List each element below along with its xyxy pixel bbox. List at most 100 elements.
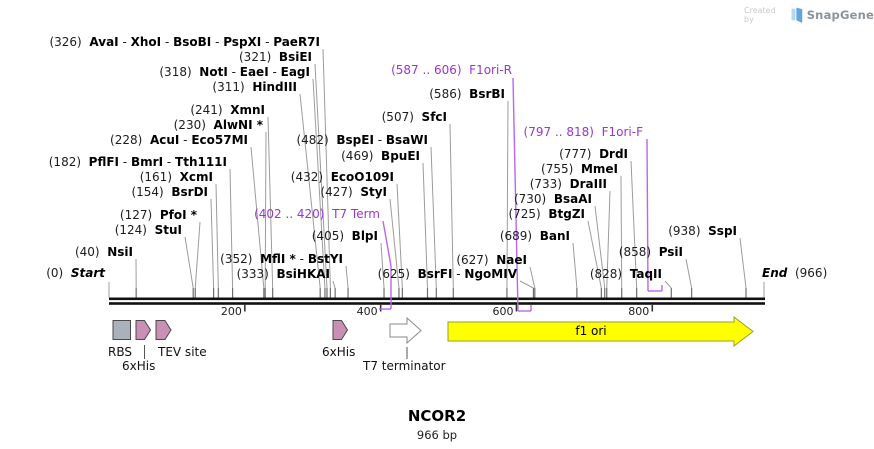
leader-line bbox=[264, 131, 267, 289]
leader-line bbox=[422, 162, 428, 289]
f1-ori-label: f1 ori bbox=[575, 324, 607, 338]
map-title-block: NCOR2 966 bp bbox=[0, 407, 874, 442]
primer-label: (587 .. 606) F1ori-R bbox=[391, 63, 512, 77]
leader-line bbox=[267, 116, 274, 289]
enzyme-label: (625) BsrFI - NgoMIV bbox=[377, 267, 517, 281]
leader-line bbox=[594, 205, 606, 289]
primer-leader-line bbox=[512, 77, 519, 312]
enzyme-label: (326) AvaI - XhoI - BsoBI - PspXI - PaeR… bbox=[49, 35, 320, 49]
feature-t7-terminator-arrow bbox=[389, 316, 422, 345]
t7-terminator-label: T7 terminator bbox=[363, 359, 446, 373]
enzyme-label: (586) BsrBI bbox=[429, 87, 505, 101]
enzyme-label: (938) SspI bbox=[668, 224, 737, 238]
end-label: End (966) bbox=[762, 266, 828, 280]
primer-leader-line bbox=[382, 220, 392, 267]
enzyme-label: (777) DrdI bbox=[559, 147, 628, 161]
snapgene-text: SnapGene bbox=[806, 8, 874, 22]
ruler-tick-label: 400 bbox=[356, 305, 378, 318]
enzyme-label: (507) SfcI bbox=[381, 110, 447, 124]
leader-line bbox=[630, 160, 638, 289]
enzyme-label: (730) BsaAI bbox=[513, 192, 592, 206]
leader-line bbox=[449, 123, 454, 289]
leader-line bbox=[332, 280, 336, 289]
enzyme-label: (733) DraIII bbox=[529, 177, 607, 191]
feature-6xhis-arrow-2 bbox=[332, 320, 349, 340]
enzyme-label: (154) BsrDI bbox=[131, 185, 208, 199]
primer-label: (402 .. 420) T7 Term bbox=[254, 207, 380, 221]
enzyme-label: (124) StuI bbox=[114, 223, 182, 237]
leader-line bbox=[314, 63, 328, 289]
enzyme-label: (482) BspEI - BsaWI bbox=[296, 133, 428, 147]
enzyme-label: (182) PflFI - BmrI - Tth111I bbox=[48, 155, 227, 169]
map-title: NCOR2 bbox=[407, 407, 467, 425]
enzyme-label: (689) BanI bbox=[499, 229, 570, 243]
enzyme-label: (627) NaeI bbox=[456, 253, 527, 267]
leader-line bbox=[299, 93, 321, 289]
feature-rbs bbox=[112, 320, 131, 340]
leader-line bbox=[685, 258, 693, 289]
leader-line bbox=[380, 242, 385, 289]
ruler-tick-label: 800 bbox=[628, 305, 650, 318]
primer-leader-line bbox=[646, 138, 649, 292]
leader-line bbox=[587, 220, 602, 289]
enzyme-label: (241) XmnI bbox=[190, 103, 265, 117]
leader-line bbox=[572, 242, 578, 289]
enzyme-label: (40) NsiI bbox=[74, 245, 133, 259]
leader-line bbox=[430, 146, 437, 289]
ruler-tick-label: 600 bbox=[492, 305, 514, 318]
created-by-text: Created by bbox=[744, 6, 776, 24]
leader-line bbox=[215, 183, 219, 289]
enzyme-label: (828) TaqII bbox=[589, 267, 662, 281]
map-length: 966 bp bbox=[416, 428, 458, 442]
enzyme-label: (858) PsiI bbox=[618, 245, 683, 259]
enzyme-label: (469) BpuEI bbox=[341, 149, 420, 163]
leader-line bbox=[664, 280, 672, 289]
leader-line bbox=[620, 175, 623, 289]
leader-line bbox=[519, 280, 534, 289]
leader-line bbox=[396, 183, 403, 289]
enzyme-label: (230) AlwNI * bbox=[173, 118, 263, 132]
leader-line bbox=[229, 168, 234, 289]
enzyme-label: (432) EcoO109I bbox=[290, 170, 394, 184]
feature-6xhis-arrow-1 bbox=[135, 320, 152, 340]
snapgene-icon bbox=[791, 7, 803, 23]
enzyme-label: (405) BlpI bbox=[311, 229, 378, 243]
snapgene-watermark: Created by SnapGene bbox=[744, 6, 874, 24]
leader-line bbox=[322, 48, 331, 289]
enzyme-label: (333) BsiHKAI bbox=[236, 267, 330, 281]
enzyme-label: (228) AcuI - Eco57MI bbox=[110, 133, 248, 147]
enzyme-label: (318) NotI - EaeI - EagI bbox=[159, 65, 310, 79]
leader-line bbox=[345, 265, 349, 289]
leader-line bbox=[389, 198, 400, 289]
leader-line bbox=[529, 266, 536, 289]
leader-line bbox=[506, 100, 509, 289]
leader-line bbox=[312, 78, 326, 289]
6xhis-label-1: 6xHis bbox=[122, 359, 156, 373]
ruler-tick-label: 200 bbox=[220, 305, 242, 318]
sequence-line-bottom bbox=[109, 302, 765, 305]
tev-site-label: TEV site bbox=[158, 345, 207, 359]
enzyme-label: (427) StyI bbox=[320, 185, 387, 199]
leader-line bbox=[210, 198, 215, 289]
enzyme-label: (755) MmeI bbox=[541, 162, 618, 176]
start-label: (0) Start bbox=[46, 266, 105, 280]
leader-line bbox=[739, 237, 747, 289]
enzyme-label: (127) PfoI * bbox=[119, 208, 197, 222]
feature-f1-ori-arrow bbox=[447, 315, 754, 348]
leader-line bbox=[250, 146, 265, 289]
enzyme-label: (161) XcmI bbox=[139, 170, 213, 184]
primer-label: (797 .. 818) F1ori-F bbox=[523, 125, 643, 139]
leader-line bbox=[606, 190, 611, 289]
enzyme-label: (352) MflI * - BstYI bbox=[220, 252, 343, 266]
feature-tev-site-arrow bbox=[155, 320, 172, 340]
enzyme-label: (311) HindIII bbox=[212, 80, 297, 94]
6xhis-label-2: 6xHis bbox=[322, 345, 356, 359]
enzyme-label: (321) BsiEI bbox=[239, 50, 312, 64]
enzyme-label: (725) BtgZI bbox=[508, 207, 585, 221]
leader-line bbox=[184, 236, 194, 289]
leader-line bbox=[194, 221, 201, 289]
sequence-line-top bbox=[109, 297, 765, 301]
